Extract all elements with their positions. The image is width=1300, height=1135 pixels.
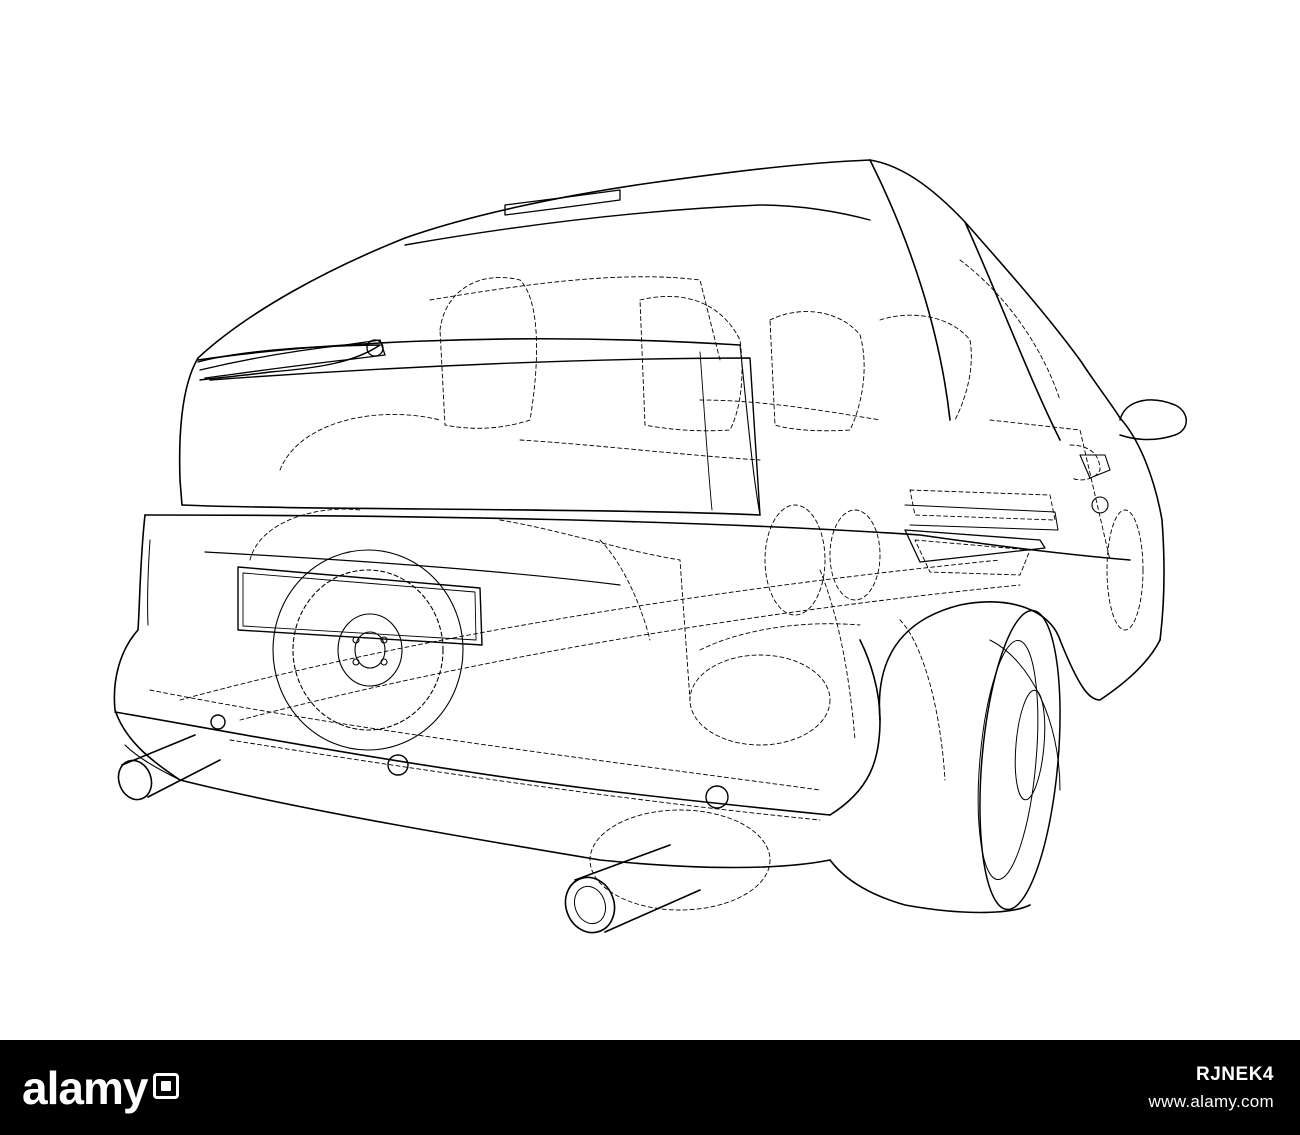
rear-window	[197, 204, 871, 516]
square-badge-icon	[153, 1072, 180, 1099]
image-info: RJNEK4 www.alamy.com	[1149, 1064, 1274, 1112]
license-plate	[204, 551, 621, 646]
image-id: RJNEK4	[1196, 1063, 1274, 1085]
spare-wheel	[272, 549, 464, 751]
wireframe-car-illustration	[113, 159, 1187, 934]
car-drawing-svg	[113, 159, 1187, 934]
rear-wiper	[199, 339, 386, 379]
stock-logo: alamy	[22, 1061, 180, 1114]
exhaust-pipes	[117, 734, 701, 934]
rear-wheel-right	[977, 609, 1061, 911]
car-body-outline	[113, 159, 1165, 914]
logo-text: alamy	[22, 1061, 148, 1114]
hidden-lines	[149, 259, 1144, 911]
watermark-footer: alamy RJNEK4 www.alamy.com	[0, 1040, 1300, 1135]
body-details	[124, 344, 1111, 781]
site-url[interactable]: www.alamy.com	[1148, 1091, 1274, 1111]
side-mirror	[1119, 399, 1187, 441]
brake-light	[504, 189, 621, 216]
parking-sensors	[210, 714, 729, 809]
